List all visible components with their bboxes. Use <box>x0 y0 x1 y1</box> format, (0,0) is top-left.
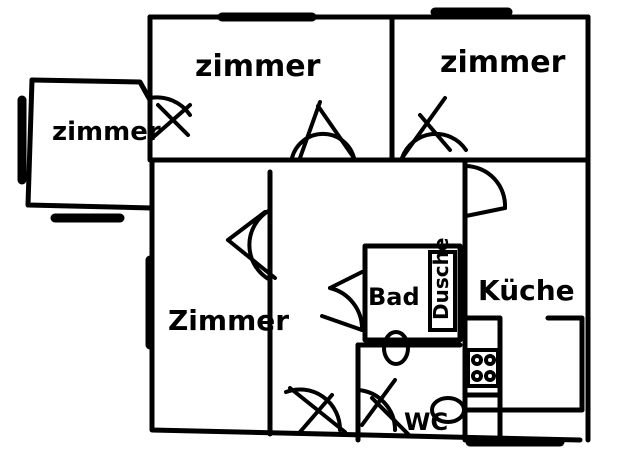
label-zimmer-top-left: zimmer <box>195 49 321 84</box>
label-wc: WC <box>404 408 448 436</box>
label-zimmer-small: zimmer <box>52 117 161 147</box>
fixtures <box>382 330 500 424</box>
label-dusche: Dusche <box>429 238 453 320</box>
stove-icon <box>466 348 500 388</box>
label-zimmer-left: Zimmer <box>168 304 289 337</box>
toilet-icon <box>430 396 466 424</box>
label-zimmer-top-right: zimmer <box>440 45 566 80</box>
bathtub-drain <box>382 330 410 366</box>
small-room-walls <box>17 77 155 223</box>
label-kueche: Küche <box>478 274 575 307</box>
door-swings <box>148 95 508 438</box>
label-bad: Bad <box>368 283 420 311</box>
